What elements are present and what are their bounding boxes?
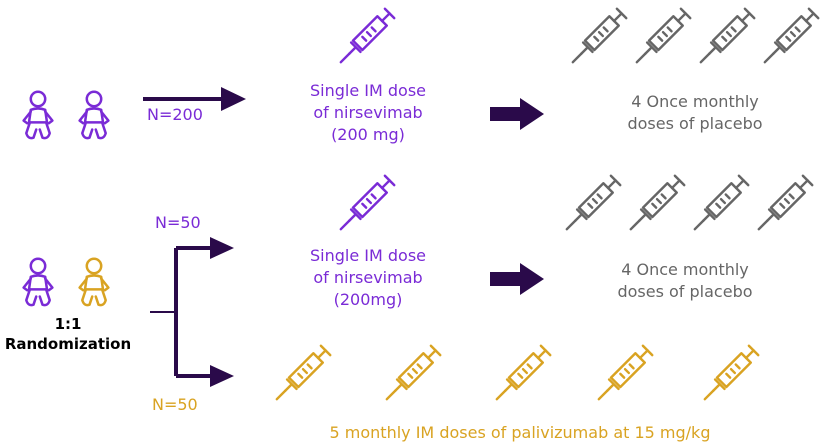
arm-a-n-label: N=50 [155,213,201,232]
arm-a-treatment-line3: (200mg) [333,290,403,309]
baby-icon [20,257,56,311]
syringe-icon [762,5,822,65]
baby-icon [20,90,56,144]
arm-a-treatment-line1: Single IM dose [309,246,426,265]
syringe-icon [338,5,398,65]
syringe-icon [702,342,762,402]
top-treatment-line2: of nirsevimab [313,103,423,122]
randomization-text: Randomization [4,335,132,353]
top-treatment-line3: (200 mg) [331,125,405,144]
top-n-label: N=200 [147,105,203,124]
syringe-icon [692,172,752,232]
syringe-icon [628,172,688,232]
top-treatment-line1: Single IM dose [309,81,426,100]
syringe-icon [274,342,334,402]
top-followup-line2: doses of placebo [627,114,763,133]
arrow-right-icon [143,87,246,111]
arm-a-followup-line2: doses of placebo [617,282,753,301]
randomization-branch [150,237,234,387]
syringe-icon [698,5,758,65]
randomization-ratio: 1:1 [54,315,82,333]
arm-b-n-label: N=50 [152,395,198,414]
baby-icon [76,257,112,311]
arm-a-treatment-line2: of nirsevimab [313,268,423,287]
arm-a-treatment-label: Single IM dose of nirsevimab (200mg) [278,245,458,311]
arrow-right-icon [490,263,544,295]
baby-icon [76,90,112,144]
top-followup-label: 4 Once monthly doses of placebo [600,91,790,135]
syringe-icon [494,342,554,402]
syringe-icon [570,5,630,65]
arm-a-followup-label: 4 Once monthly doses of placebo [590,259,780,303]
top-followup-line1: 4 Once monthly [631,92,759,111]
randomization-label: 1:1 Randomization [0,314,136,354]
arm-a-followup-line1: 4 Once monthly [621,260,749,279]
top-treatment-label: Single IM dose of nirsevimab (200 mg) [278,80,458,146]
arm-b-treatment-label: 5 monthly IM doses of palivizumab at 15 … [329,423,711,442]
syringe-icon [596,342,656,402]
arrow-right-icon [490,98,544,130]
syringe-icon [338,172,398,232]
syringe-icon [384,342,444,402]
syringe-icon [564,172,624,232]
syringe-icon [634,5,694,65]
syringe-icon [756,172,816,232]
